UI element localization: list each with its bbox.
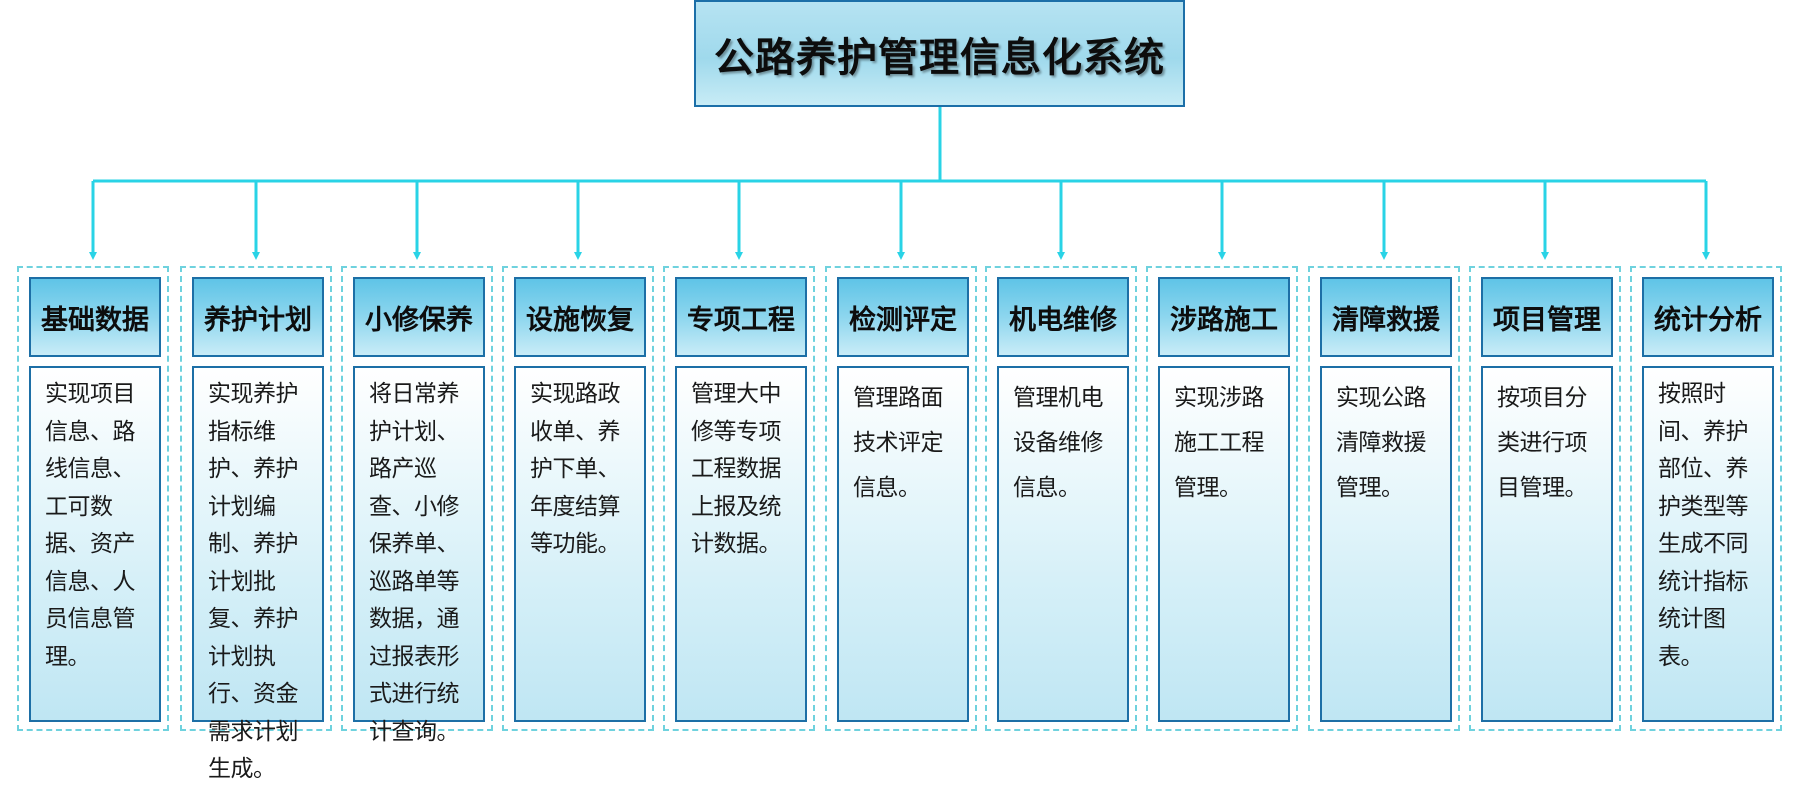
module-body: 实现项目信息、路线信息、工可数据、资产信息、人员信息管理。	[29, 366, 161, 722]
module-body: 实现公路清障救援管理。	[1320, 366, 1452, 722]
module-description: 按照时间、养护部位、养护类型等生成不同统计指标统计图表。	[1658, 381, 1749, 670]
module-header: 基础数据	[29, 277, 161, 357]
module-description: 管理路面技术评定信息。	[853, 385, 944, 501]
module-column-basic-data: 基础数据 实现项目信息、路线信息、工可数据、资产信息、人员信息管理。	[17, 266, 169, 731]
module-header: 养护计划	[192, 277, 324, 357]
module-description: 实现涉路施工工程管理。	[1174, 385, 1265, 501]
module-body: 管理机电设备维修信息。	[997, 366, 1129, 722]
module-body: 实现养护指标维护、养护计划编制、养护计划批复、养护计划执行、资金需求计划生成。	[192, 366, 324, 782]
module-header: 机电维修	[997, 277, 1129, 357]
module-column-minor-repair: 小修保养 将日常养护计划、路产巡查、小修保养单、巡路单等数据，通过报表形式进行统…	[341, 266, 493, 745]
module-column-electromechanical: 机电维修 管理机电设备维修信息。	[985, 266, 1137, 731]
module-description: 实现公路清障救援管理。	[1336, 385, 1427, 501]
module-header: 统计分析	[1642, 277, 1774, 357]
root-title: 公路养护管理信息化系统	[714, 34, 1165, 81]
module-description: 实现养护指标维护、养护计划编制、养护计划批复、养护计划执行、资金需求计划生成。	[208, 381, 299, 782]
module-description: 管理大中修等专项工程数据上报及统计数据。	[691, 381, 782, 557]
module-header: 涉路施工	[1158, 277, 1290, 357]
module-body: 实现路政收单、养护下单、年度结算等功能。	[514, 366, 646, 722]
module-body: 管理路面技术评定信息。	[837, 366, 969, 722]
module-description: 将日常养护计划、路产巡查、小修保养单、巡路单等数据，通过报表形式进行统计查询。	[369, 381, 460, 745]
module-body: 按项目分类进行项目管理。	[1481, 366, 1613, 722]
module-body: 按照时间、养护部位、养护类型等生成不同统计指标统计图表。	[1642, 366, 1774, 722]
module-title: 项目管理	[1493, 304, 1601, 336]
module-title: 机电维修	[1009, 304, 1117, 336]
module-header: 专项工程	[675, 277, 807, 357]
module-title: 专项工程	[687, 304, 795, 336]
module-column-inspection: 检测评定 管理路面技术评定信息。	[825, 266, 977, 731]
module-header: 检测评定	[837, 277, 969, 357]
module-column-rescue: 清障救援 实现公路清障救援管理。	[1308, 266, 1460, 731]
root-node: 公路养护管理信息化系统	[694, 0, 1185, 107]
module-description: 按项目分类进行项目管理。	[1497, 385, 1588, 501]
connector-group	[89, 107, 1710, 260]
module-body: 将日常养护计划、路产巡查、小修保养单、巡路单等数据，通过报表形式进行统计查询。	[353, 366, 485, 745]
module-title: 小修保养	[365, 304, 473, 336]
module-column-project-management: 项目管理 按项目分类进行项目管理。	[1469, 266, 1621, 731]
module-title: 统计分析	[1654, 304, 1762, 336]
module-description: 实现项目信息、路线信息、工可数据、资产信息、人员信息管理。	[45, 381, 136, 670]
module-description: 实现路政收单、养护下单、年度结算等功能。	[530, 381, 621, 557]
module-column-facility-restore: 设施恢复 实现路政收单、养护下单、年度结算等功能。	[502, 266, 654, 731]
module-column-maintenance-plan: 养护计划 实现养护指标维护、养护计划编制、养护计划批复、养护计划执行、资金需求计…	[180, 266, 332, 782]
module-title: 养护计划	[204, 304, 312, 336]
module-header: 设施恢复	[514, 277, 646, 357]
module-header: 项目管理	[1481, 277, 1613, 357]
module-title: 基础数据	[41, 304, 149, 336]
module-body: 实现涉路施工工程管理。	[1158, 366, 1290, 722]
module-title: 设施恢复	[526, 304, 634, 336]
module-title: 涉路施工	[1170, 304, 1278, 336]
module-title: 检测评定	[849, 304, 957, 336]
module-body: 管理大中修等专项工程数据上报及统计数据。	[675, 366, 807, 722]
org-chart: 公路养护管理信息化系统 基础数据 实现项目信息、路线信息、工可数据、资产信息、人…	[17, 0, 1782, 782]
module-column-special-project: 专项工程 管理大中修等专项工程数据上报及统计数据。	[663, 266, 815, 731]
module-column-road-construction: 涉路施工 实现涉路施工工程管理。	[1146, 266, 1298, 731]
module-description: 管理机电设备维修信息。	[1013, 385, 1104, 501]
module-title: 清障救援	[1332, 304, 1440, 336]
module-column-statistics: 统计分析 按照时间、养护部位、养护类型等生成不同统计指标统计图表。	[1630, 266, 1782, 731]
module-header: 小修保养	[353, 277, 485, 357]
module-header: 清障救援	[1320, 277, 1452, 357]
